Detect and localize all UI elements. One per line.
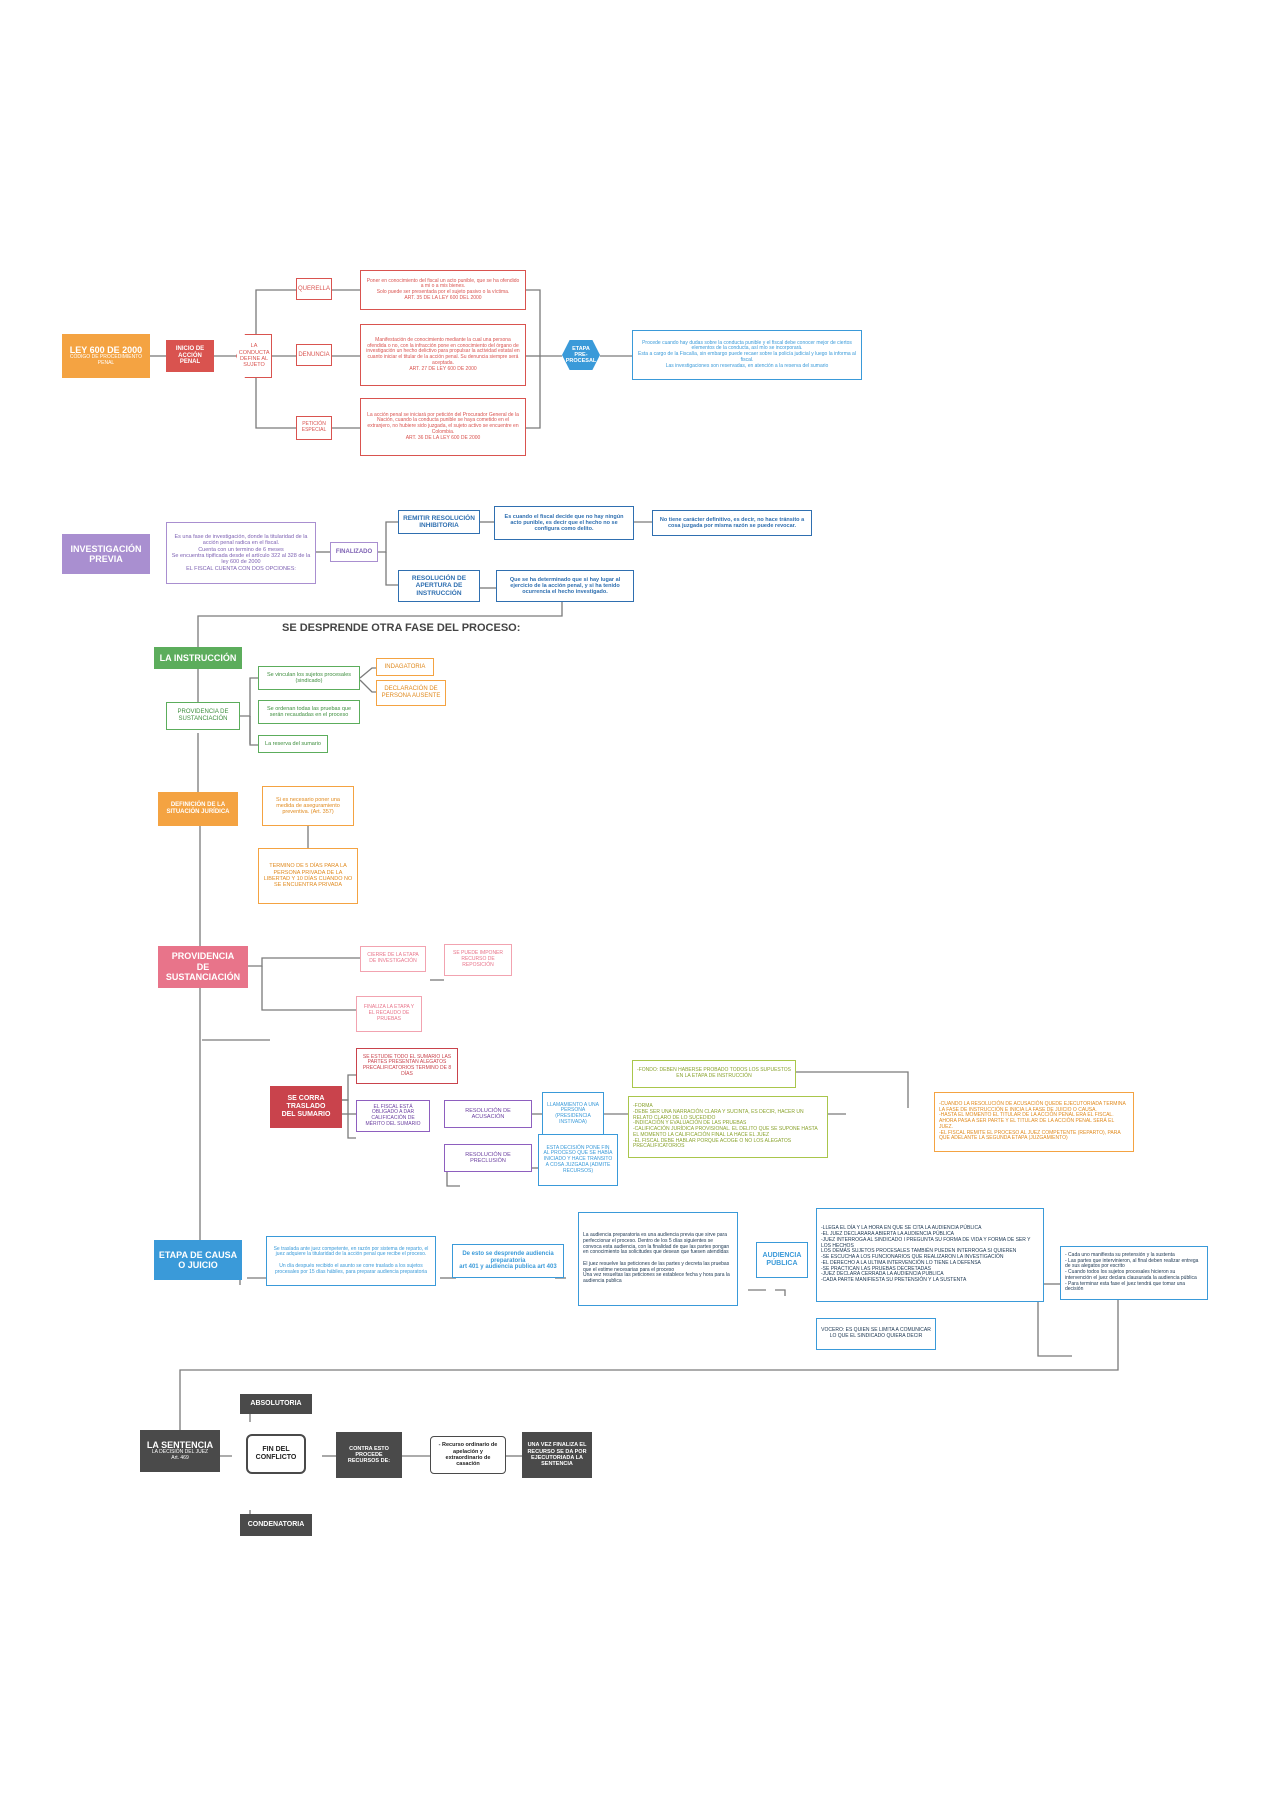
providencia-sustanciacion-2-box: PROVIDENCIA DE SUSTANCIACIÓN xyxy=(158,946,248,988)
resolucion-inhibitoria-box: REMITIR RESOLUCIÓN INHIBITORIA xyxy=(398,510,480,534)
desprende-audiencias-box: De esto se desprende audiencia preparato… xyxy=(452,1244,564,1278)
vocero-box: VOCERO: ES QUIEN SE LIMITA A COMUNICAR L… xyxy=(816,1318,936,1350)
peticion-especial-text: La acción penal se iniciará por petición… xyxy=(360,398,526,456)
cierre-etapa-box: CIERRE DE LA ETAPA DE INVESTIGACIÓN xyxy=(360,946,426,972)
sentencia-title: LA SENTENCIA xyxy=(146,1440,214,1451)
denuncia-text: Manifestación de conocimiento mediante l… xyxy=(360,324,526,386)
inhibitoria-text: Es cuando el fiscal decide que no hay ni… xyxy=(494,506,634,540)
querella-box: QUERELLA xyxy=(296,278,332,300)
indagatoria-box: INDAGATORIA xyxy=(376,658,434,676)
providencia-sustanciacion-box: PROVIDENCIA DE SUSTANCIACIÓN xyxy=(166,702,240,730)
fin-conflicto-box: FIN DEL CONFLICTO xyxy=(246,1434,306,1474)
ejecutoriada-sentencia-box: UNA VEZ FINALIZA EL RECURSO SE DA POR EJ… xyxy=(522,1432,592,1478)
termino-5-dias-box: TERMINO DE 5 DÍAS PARA LA PERSONA PRIVAD… xyxy=(258,848,358,904)
condenatoria-box: CONDENATORIA xyxy=(240,1514,312,1536)
ley-title: LEY 600 DE 2000 xyxy=(69,345,143,356)
llamamiento-box: LLAMAMIENTO A UNA PERSONA (PRESIDENCIA I… xyxy=(542,1092,604,1136)
etapa-causa-juicio-box: ETAPA DE CAUSA O JUICIO xyxy=(154,1240,242,1280)
resolucion-acusacion-box: RESOLUCIÓN DE ACUSACIÓN xyxy=(444,1100,532,1128)
estudie-sumario-box: SE ESTUDIE TODO EL SUMARIO LAS PARTES PR… xyxy=(356,1048,458,1084)
forma-box: -FORMA -DEBE SER UNA NARRACIÓN CLARA Y S… xyxy=(628,1096,828,1158)
se-desprende-heading: SE DESPRENDE OTRA FASE DEL PROCESO: xyxy=(282,622,521,634)
cuando-resolucion-box: -CUANDO LA RESOLUCIÓN DE ACUSACIÓN QUEDE… xyxy=(934,1092,1134,1152)
audiencia-preparatoria-text: La audiencia preparatoria es una audienc… xyxy=(578,1212,738,1306)
investigacion-previa-box: INVESTIGACIÓN PREVIA xyxy=(62,534,150,574)
denuncia-box: DENUNCIA xyxy=(296,344,332,366)
traslado-sumario-box: SE CORRA TRASLADO DEL SUMARIO xyxy=(270,1086,342,1128)
etapa-pre-procesal-text: Procede cuando hay dudas sobre la conduc… xyxy=(632,330,862,380)
apertura-instruccion-box: RESOLUCIÓN DE APERTURA DE INSTRUCCIÓN xyxy=(398,570,480,602)
audiencia-publica-text: -LLEGA EL DÍA Y LA HORA EN QUE SE CITA L… xyxy=(816,1208,1044,1302)
declaracion-persona-ausente-box: DECLARACIÓN DE PERSONA AUSENTE xyxy=(376,680,446,706)
investigacion-previa-text: Es una fase de investigación, donde la t… xyxy=(166,522,316,584)
procede-recursos-box: CONTRA ESTO PROCEDE RECURSOS DE: xyxy=(336,1432,402,1478)
recurso-ordinario-box: - Recurso ordinario de apelación y extra… xyxy=(430,1436,506,1474)
ordenan-pruebas-box: Se ordenan todas las pruebas que serán r… xyxy=(258,700,360,724)
cada-uno-box: - Cada uno manifiesta su pretensión y la… xyxy=(1060,1246,1208,1300)
medida-aseguramiento-box: Si es necesario poner una medida de aseg… xyxy=(262,786,354,826)
absolutoria-box: ABSOLUTORIA xyxy=(240,1394,312,1414)
ley-subtitle: CÓDIGO DE PROCEDIMIENTO PENAL xyxy=(69,354,143,367)
querella-text: Poner en conocimiento del fiscal un acto… xyxy=(360,270,526,310)
audiencia-publica-box: AUDIENCIA PÚBLICA xyxy=(756,1242,808,1278)
fondo-box: -FONDO: DEBEN HABERSE PROBADO TODOS LOS … xyxy=(632,1060,796,1088)
fiscal-obligado-box: EL FISCAL ESTÁ OBLIGADO A DAR CALIFICACI… xyxy=(356,1100,430,1132)
inicio-accion-penal-box: INICIO DE ACCIÓN PENAL xyxy=(166,340,214,372)
la-instruccion-box: LA INSTRUCCIÓN xyxy=(154,647,242,669)
vinculan-sujetos-box: Se vinculan los sujetos procesales (sind… xyxy=(258,666,360,690)
conducta-define-sujeto-box: LA CONDUCTA DEFINE AL SUJETO xyxy=(236,334,272,378)
definicion-situacion-juridica-box: DEFINICIÓN DE LA SITUACIÓN JURÍDICA xyxy=(158,792,238,826)
la-sentencia-box: LA SENTENCIA LA DECISIÓN DEL JUEZ Art. 4… xyxy=(140,1430,220,1472)
resolucion-preclusion-box: RESOLUCIÓN DE PRECLUSIÓN xyxy=(444,1144,532,1172)
recurso-reposicion-box: SE PUEDE IMPONER RECURSO DE REPOSICIÓN xyxy=(444,944,512,976)
ley-600-box: LEY 600 DE 2000 CÓDIGO DE PROCEDIMIENTO … xyxy=(62,334,150,378)
sentencia-subtitle: LA DECISIÓN DEL JUEZ Art. 469 xyxy=(151,1449,209,1462)
inhibitoria-text-2: No tiene carácter definitivo, es decir, … xyxy=(652,510,812,536)
finalizado-box: FINALIZADO xyxy=(330,542,378,562)
reserva-sumario-box: La reserva del sumario xyxy=(258,735,328,753)
causa-juicio-text: Se traslada ante juez competente, en raz… xyxy=(266,1236,436,1286)
etapa-pre-procesal-box: ETAPA PRE-PROCESAL xyxy=(562,340,600,370)
peticion-especial-box: PETICIÓN ESPECIAL xyxy=(296,416,332,440)
apertura-text: Que se ha determinado que si hay lugar a… xyxy=(496,570,634,602)
preclusion-text-box: ESTA DECISIÓN PONE FIN AL PROCESO QUE SE… xyxy=(538,1134,618,1186)
finaliza-etapa-box: FINALIZA LA ETAPA Y EL RECAUDO DE PRUEBA… xyxy=(356,996,422,1032)
